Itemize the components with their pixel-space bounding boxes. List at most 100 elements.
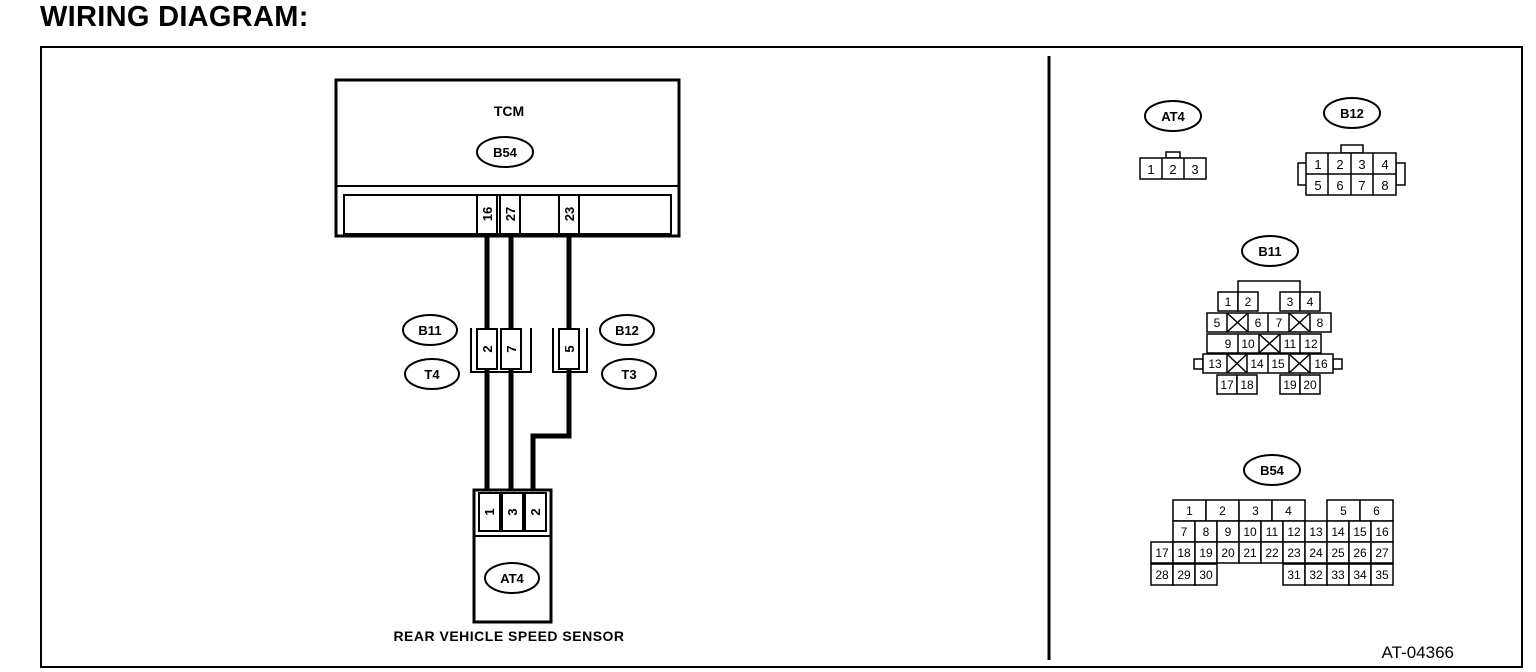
b54-pin: 9 [1225, 525, 1232, 539]
b11-pin: 12 [1304, 337, 1318, 351]
b11-pin: 6 [1255, 316, 1262, 330]
sensor-pin: 2 [528, 508, 543, 515]
tcm-box [334, 78, 681, 238]
sensor-name: REAR VEHICLE SPEED SENSOR [393, 628, 624, 644]
b54-pin-cell [1370, 541, 1394, 564]
b11-view-label: B11 [1258, 244, 1281, 259]
b12-pin: 5 [1314, 178, 1321, 193]
b11-pin: 13 [1208, 357, 1222, 371]
b11-bracket [470, 328, 532, 373]
b12-latch [1340, 144, 1364, 154]
b54-pin: 23 [1287, 546, 1301, 560]
wires [484, 234, 572, 490]
b54-view-badge [1243, 454, 1301, 486]
b54-pin: 25 [1331, 546, 1345, 560]
connector-view-b12: B12 1 2 3 4 5 6 7 8 [1297, 97, 1406, 196]
b54-pin: 13 [1309, 525, 1323, 539]
b11-pin: 17 [1220, 378, 1234, 392]
b11-pin: 4 [1307, 295, 1314, 309]
tcm-pin: 16 [480, 207, 495, 221]
b54-pin: 14 [1331, 525, 1345, 539]
b54-pin: 24 [1309, 546, 1323, 560]
b11-pin: 8 [1317, 316, 1324, 330]
b12-pin: 6 [1336, 178, 1343, 193]
sensor-pin: 1 [482, 508, 497, 515]
b11-pin: 7 [1276, 316, 1283, 330]
b11-pin: 5 [1214, 316, 1221, 330]
sensor-pin-box [478, 492, 501, 532]
b11-pin: 18 [1240, 378, 1254, 392]
b11-latch [1237, 280, 1301, 292]
b54-pin: 29 [1177, 568, 1191, 582]
b12-view-badge [1323, 97, 1381, 129]
page-title: WIRING DIAGRAM: [40, 1, 309, 33]
b11-badge-label: B11 [418, 323, 441, 338]
figure-id: AT-04366 [1382, 643, 1454, 662]
b12-pin: 8 [1381, 178, 1388, 193]
joint-b11-t4: B11 T4 2 7 [402, 314, 532, 390]
b54-pin: 2 [1219, 504, 1226, 518]
tcm-connector-badge [476, 136, 534, 168]
rear-vehicle-speed-sensor: 1 3 2 AT4 REAR VEHICLE SPEED SENSOR [393, 488, 624, 644]
b54-pin: 18 [1177, 546, 1191, 560]
b11-pin: 16 [1314, 357, 1328, 371]
b54-pin: 34 [1353, 568, 1367, 582]
b11-pin: 10 [1241, 337, 1255, 351]
t3-badge-label: T3 [621, 367, 636, 382]
at4-pin: 2 [1169, 162, 1176, 177]
b11-pin: 20 [1303, 378, 1317, 392]
b12-pin: 3 [1358, 157, 1365, 172]
b54-pin: 8 [1203, 525, 1210, 539]
b54-pin: 4 [1285, 504, 1292, 518]
b54-pin: 11 [1266, 525, 1279, 539]
b11-pin-box [476, 328, 498, 370]
b54-pin-cell [1370, 563, 1394, 586]
t4-badge [404, 358, 460, 390]
b54-pin: 1 [1186, 504, 1193, 518]
at4-view-badge [1144, 100, 1202, 132]
connector-view-b11: B11 1 2 3 4 5 6 7 8 9 10 11 12 [1193, 235, 1343, 395]
b54-pin: 22 [1265, 546, 1279, 560]
b54-pin: 32 [1309, 568, 1323, 582]
b54-pin: 27 [1375, 546, 1389, 560]
wire-5-2 [530, 370, 572, 490]
b11-pin: 15 [1271, 357, 1285, 371]
b11-pin: 7 [504, 345, 519, 352]
b54-pin: 35 [1375, 568, 1389, 582]
b11-badge [402, 314, 458, 346]
b54-pin: 10 [1243, 525, 1257, 539]
b11-pin: 14 [1250, 357, 1264, 371]
b11-pin: 9 [1225, 337, 1232, 351]
at4-badge-label: AT4 [500, 571, 524, 586]
b12-badge-label: B12 [615, 323, 639, 338]
at4-latch [1165, 151, 1181, 159]
joint-b12-t3: B12 T3 5 [552, 314, 657, 390]
b54-pin: 15 [1353, 525, 1367, 539]
sensor-box [472, 488, 553, 624]
b12-pin: 1 [1314, 157, 1321, 172]
b54-pin: 7 [1181, 525, 1188, 539]
b54-pin: 30 [1199, 568, 1213, 582]
b12-view-label: B12 [1340, 106, 1364, 121]
b54-pin: 3 [1252, 504, 1259, 518]
b12-pin: 4 [1381, 157, 1388, 172]
b12-bracket [552, 328, 588, 373]
b54-pin: 20 [1221, 546, 1235, 560]
b11-pin-box [500, 328, 522, 370]
b54-pin: 19 [1199, 546, 1213, 560]
b54-pin: 5 [1340, 504, 1347, 518]
b54-view-label: B54 [1260, 463, 1285, 478]
at4-housing [1139, 157, 1207, 180]
b54-pin: 16 [1375, 525, 1389, 539]
tcm-unit: TCM B54 16 27 23 [334, 78, 681, 238]
tcm-pin: 27 [503, 207, 518, 221]
sensor-pin-box [501, 492, 524, 532]
b12-pin-box [558, 328, 580, 370]
b11-pin: 2 [1245, 295, 1252, 309]
b11-pin: 19 [1283, 378, 1297, 392]
b54-pin: 6 [1373, 504, 1380, 518]
b12-badge [599, 314, 655, 346]
b11-pin: 2 [480, 345, 495, 352]
